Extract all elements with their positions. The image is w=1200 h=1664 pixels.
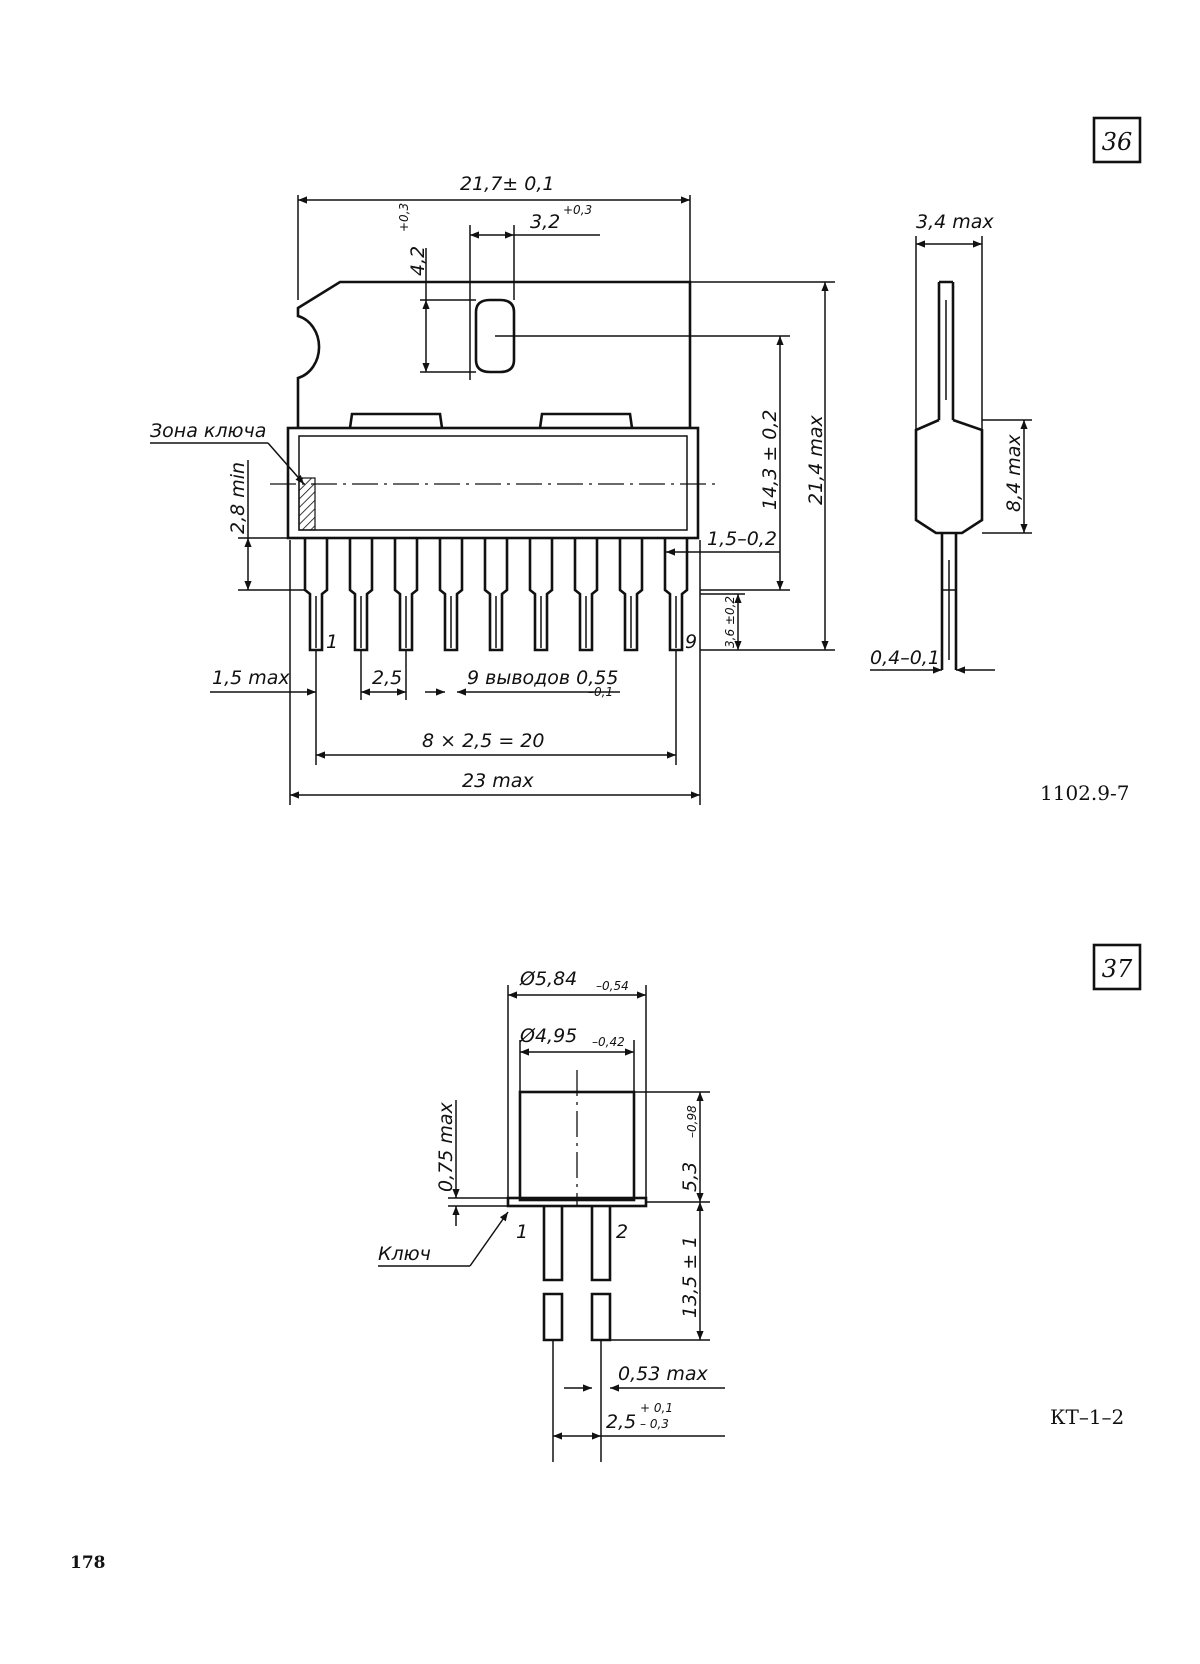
svg-text:23 max: 23 max [462, 770, 534, 792]
svg-text:Ø5,84: Ø5,84 [519, 968, 577, 990]
dim-lead-15: 1,5–0,2 [666, 528, 780, 556]
figure-37-number-box: 37 [1092, 943, 1142, 991]
side-view [914, 280, 984, 670]
svg-text:–0,98: –0,98 [685, 1105, 699, 1138]
svg-text:Ø4,95: Ø4,95 [519, 1025, 577, 1047]
dim-side-lead: 0,4–0,1 [870, 647, 995, 674]
lead-6 [528, 538, 554, 652]
lead-8 [618, 538, 644, 652]
transistor-pin-1-label: 1 [516, 1221, 528, 1243]
svg-text:+0,3: +0,3 [563, 203, 592, 217]
dim-height-14: 14,3 ± 0,2 [495, 335, 790, 591]
page-number: 178 [70, 1553, 106, 1573]
key-zone-hatch [298, 477, 316, 531]
svg-text:21,4 max: 21,4 max [805, 415, 827, 505]
dim-lead-row: 1,5 max 2,5 9 выводов 0,55 –0,1 [210, 650, 620, 765]
svg-text:–0,54: –0,54 [596, 979, 629, 993]
lead-3 [393, 538, 419, 652]
svg-text:–0,1: –0,1 [588, 685, 613, 699]
svg-text:8,4 max: 8,4 max [1003, 434, 1025, 512]
svg-text:2,5: 2,5 [372, 667, 402, 689]
dim-side-body: 8,4 max [982, 419, 1032, 534]
dim-overall-width: 21,7± 0,1 [297, 173, 691, 300]
pin-1-label: 1 [326, 631, 338, 653]
lead-2 [348, 538, 374, 652]
dim-total-width: 23 max [289, 540, 701, 805]
lead-1 [303, 538, 329, 652]
svg-text:+0,3: +0,3 [397, 203, 411, 232]
svg-text:1,5 max: 1,5 max [212, 667, 290, 689]
dim-height-21: 21,4 max [690, 281, 835, 651]
svg-text:3,6 ±0,2: 3,6 ±0,2 [723, 596, 737, 648]
dim-lead-length: 13,5 ± 1 [610, 1202, 710, 1341]
svg-text:Ключ: Ключ [378, 1243, 431, 1265]
figure-36-code: 1102.9-7 [1040, 781, 1129, 805]
svg-text:8 × 2,5 = 20: 8 × 2,5 = 20 [422, 730, 544, 752]
dim-lead-diameter: 0,53 max [564, 1363, 725, 1392]
svg-text:0,75 max: 0,75 max [435, 1102, 457, 1192]
svg-text:4,2: 4,2 [407, 246, 429, 276]
transistor-pin-2-label: 2 [616, 1221, 628, 1243]
svg-text:9 выводов 0,55: 9 выводов 0,55 [467, 667, 618, 689]
svg-text:14,3 ± 0,2: 14,3 ± 0,2 [759, 409, 781, 510]
transistor-lead-1 [542, 1206, 564, 1462]
svg-text:+ 0,1: + 0,1 [640, 1401, 673, 1415]
svg-text:2,5: 2,5 [606, 1411, 636, 1433]
figure-37-number: 37 [1102, 955, 1133, 983]
lead-4 [438, 538, 464, 652]
dim-lead-36: 3,6 ±0,2 [700, 593, 745, 650]
svg-text:0,4–0,1: 0,4–0,1 [870, 647, 940, 669]
svg-text:3,2: 3,2 [530, 211, 560, 233]
svg-text:–0,42: –0,42 [592, 1035, 625, 1049]
dim-hole-height: 4,2 +0,3 [397, 203, 476, 373]
transistor-leads [542, 1206, 612, 1462]
pin-9-label: 9 [685, 631, 697, 653]
svg-text:1,5–0,2: 1,5–0,2 [707, 528, 777, 550]
svg-text:Зона ключа: Зона ключа [150, 420, 266, 442]
svg-text:0,53 max: 0,53 max [618, 1363, 708, 1385]
package-body [270, 426, 715, 540]
key-zone-label: Зона ключа [150, 420, 305, 485]
dim-height: 5,3 –0,98 [634, 1091, 710, 1203]
leads [303, 538, 689, 652]
dim-hole-width: 3,2 +0,3 [469, 203, 600, 380]
svg-text:– 0,3: – 0,3 [640, 1417, 669, 1431]
svg-text:3,4 max: 3,4 max [916, 211, 994, 233]
dim-pin-span: 8 × 2,5 = 20 [316, 650, 677, 765]
lead-7 [573, 538, 599, 652]
lead-9 [663, 538, 689, 652]
dim-side-thickness: 3,4 max [915, 211, 994, 430]
transistor-body [506, 1070, 648, 1208]
dim-min-28: 2,8 min [227, 460, 305, 591]
svg-text:5,3: 5,3 [679, 1162, 701, 1192]
dim-flange: 0,75 max [435, 1100, 508, 1226]
svg-text:21,7± 0,1: 21,7± 0,1 [460, 173, 554, 195]
package-tab-outline [296, 280, 692, 429]
dim-d2: Ø4,95 –0,42 [519, 1025, 635, 1092]
figure-37: 37 1 2 Ø5,84 [378, 943, 1142, 1462]
lead-5 [483, 538, 509, 652]
svg-text:13,5 ± 1: 13,5 ± 1 [679, 1236, 701, 1318]
figure-36-number: 36 [1102, 128, 1133, 156]
figure-36-number-box: 36 [1092, 116, 1142, 164]
svg-text:2,8 min: 2,8 min [227, 462, 249, 534]
mounting-hole [474, 298, 516, 374]
figure-36: 36 [150, 116, 1142, 805]
dim-lead-pitch: 2,5 + 0,1 – 0,3 [553, 1401, 725, 1440]
figure-37-code: КТ–1–2 [1050, 1405, 1124, 1429]
key-label: Ключ [378, 1211, 509, 1267]
